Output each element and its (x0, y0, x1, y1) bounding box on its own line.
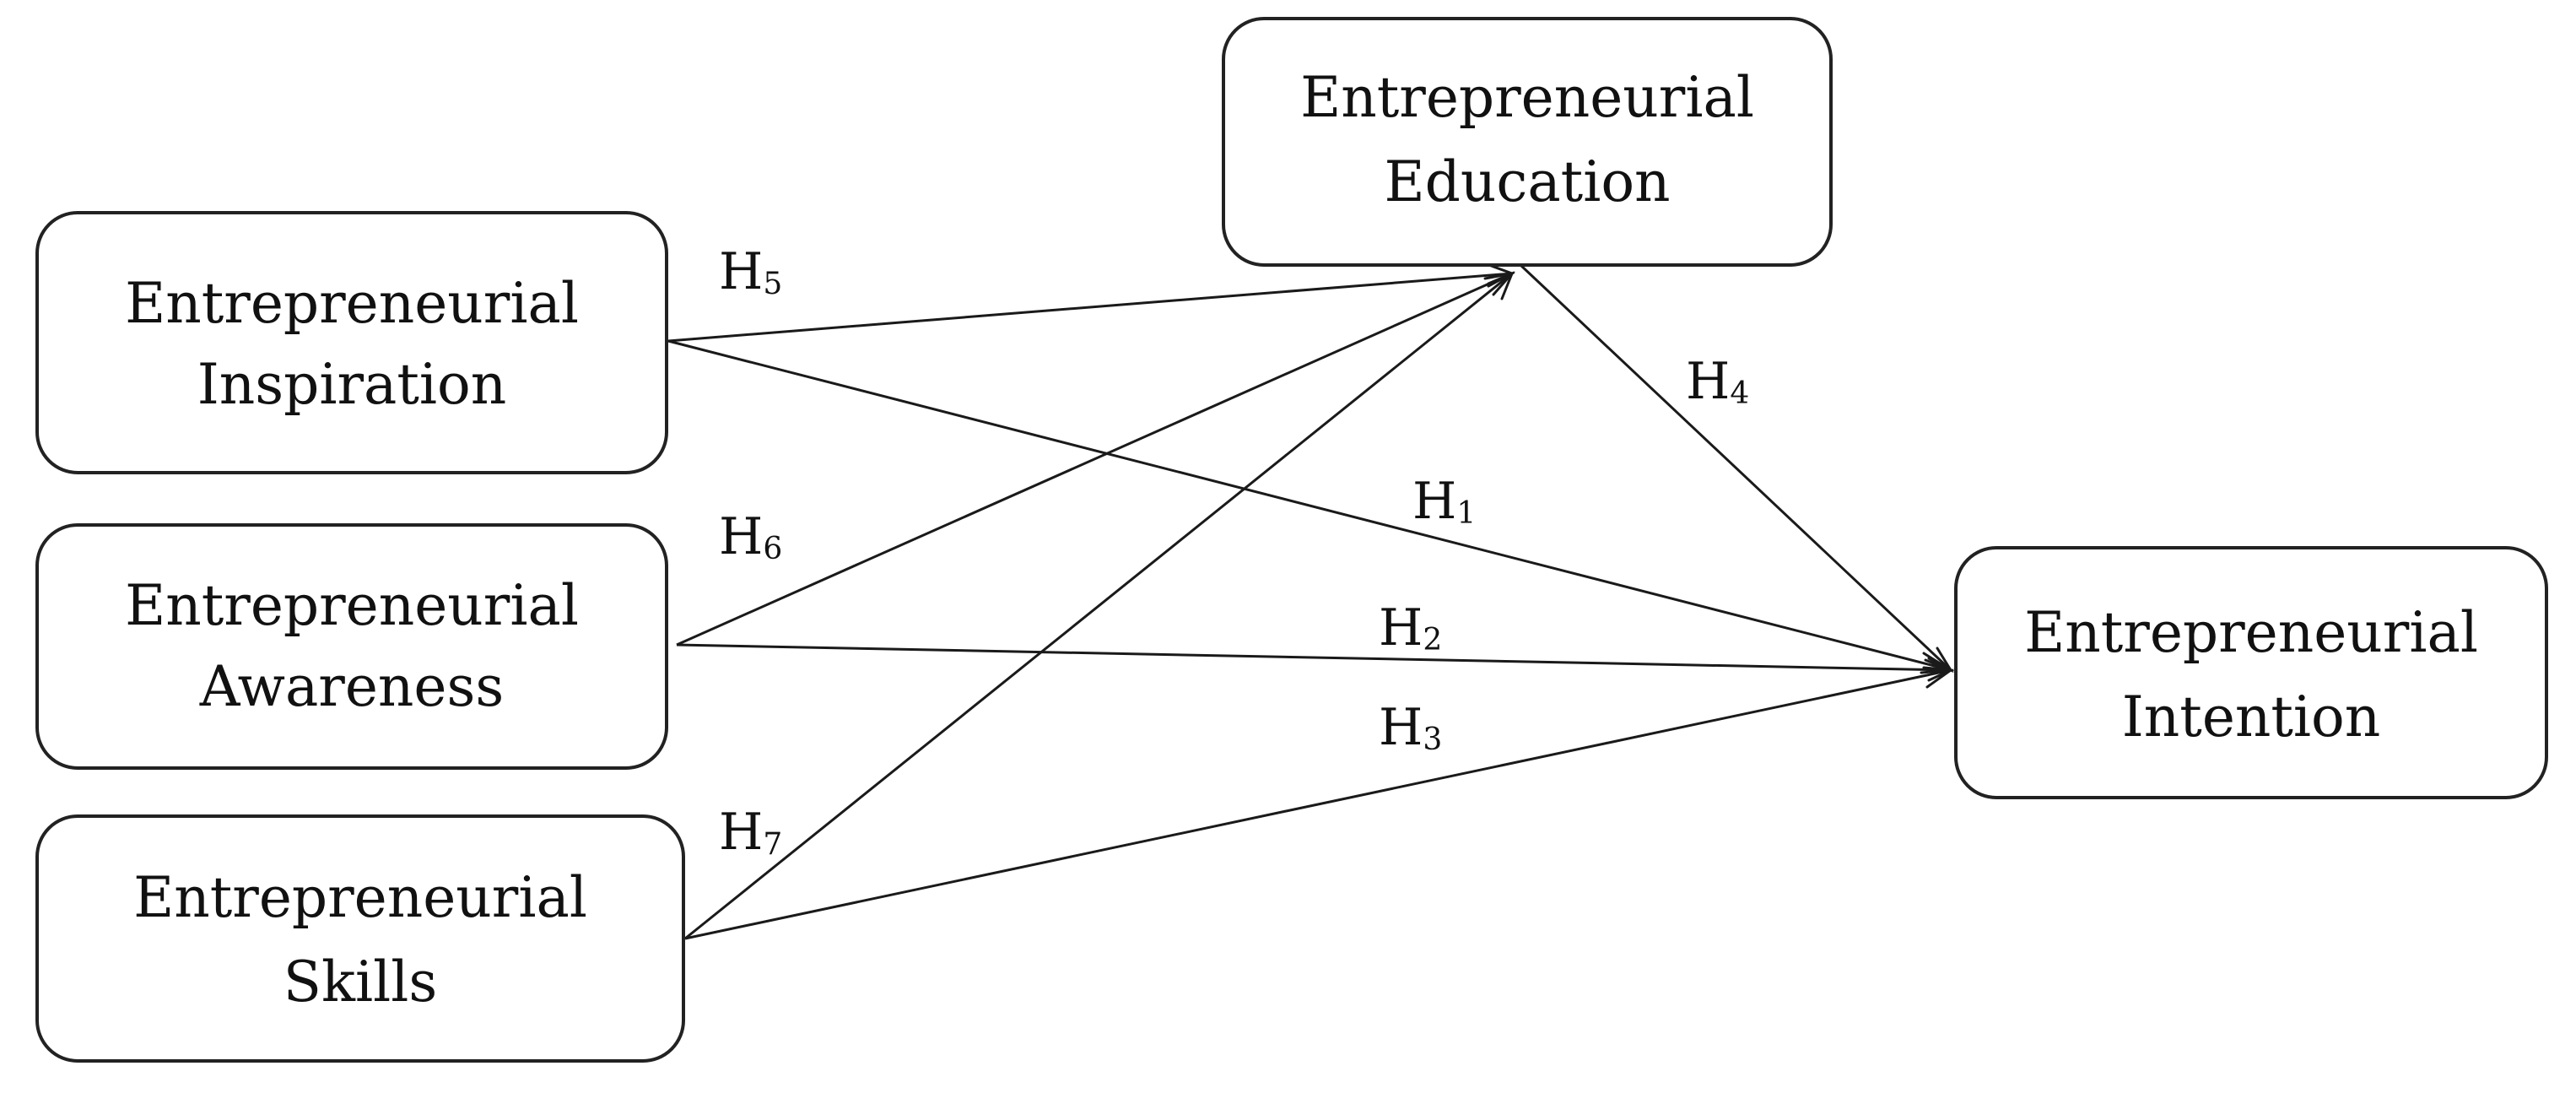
node-education-line2: Education (1384, 149, 1670, 214)
edge-label-h2: H2 (1379, 598, 1442, 657)
edge-h4-arrowhead (1924, 647, 1954, 674)
node-entrepreneurial-awareness: Entrepreneurial Awareness (35, 523, 668, 770)
node-awareness-line2: Awareness (199, 654, 504, 719)
edge-label-h4: H4 (1686, 352, 1749, 411)
edge-h7-arrowhead (1487, 271, 1515, 300)
node-entrepreneurial-inspiration: Entrepreneurial Inspiration (35, 211, 668, 474)
node-awareness-line1: Entrepreneurial (125, 573, 579, 638)
edge-label-h1: H1 (1412, 472, 1476, 531)
node-inspiration-line1: Entrepreneurial (125, 271, 579, 336)
node-skills-line2: Skills (284, 950, 437, 1015)
edge-h6-line (676, 272, 1513, 647)
node-intention-line1: Entrepreneurial (2024, 600, 2478, 665)
node-skills-line1: Entrepreneurial (133, 865, 587, 930)
edge-label-h7: H7 (719, 803, 782, 862)
edge-h2-line (676, 643, 1952, 672)
node-entrepreneurial-intention: Entrepreneurial Intention (1954, 546, 2548, 799)
edge-label-h6: H6 (719, 507, 782, 566)
edge-label-h3: H3 (1379, 698, 1442, 757)
node-entrepreneurial-skills: Entrepreneurial Skills (35, 814, 685, 1063)
node-entrepreneurial-education: Entrepreneurial Education (1222, 17, 1833, 267)
edge-label-h5: H5 (719, 242, 782, 301)
node-intention-line2: Intention (2122, 684, 2381, 749)
edge-h4-line (1519, 263, 1952, 672)
edge-h7-line (684, 272, 1513, 940)
edge-h1-line (667, 339, 1952, 672)
node-education-line1: Entrepreneurial (1300, 65, 1754, 130)
edge-h3-line (684, 668, 1952, 940)
node-inspiration-line2: Inspiration (197, 352, 507, 417)
edge-h5-line (667, 272, 1513, 343)
